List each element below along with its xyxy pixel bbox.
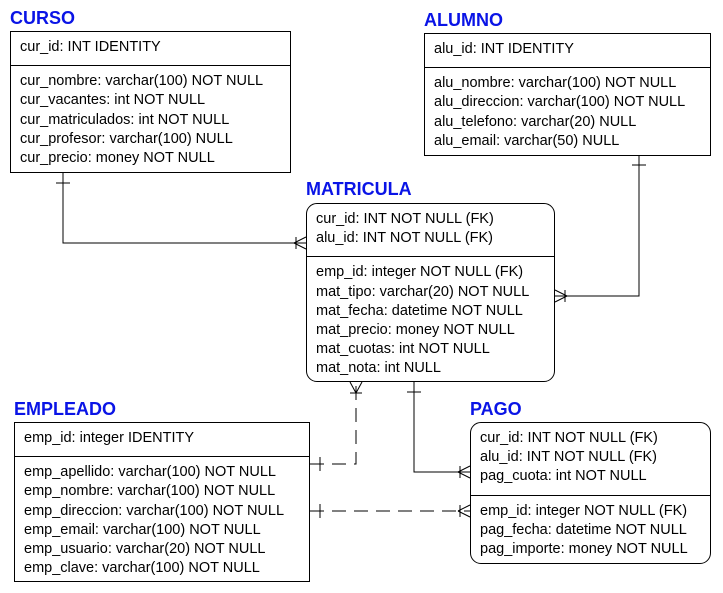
pago-field-section: emp_id: integer NOT NULL (FK) pag_fecha:… bbox=[471, 496, 710, 566]
matricula-field-section: emp_id: integer NOT NULL (FK) mat_tipo: … bbox=[307, 257, 554, 384]
matricula-field: emp_id: integer NOT NULL (FK) bbox=[316, 264, 524, 281]
alumno-field: alu_email: varchar(50) NULL bbox=[434, 132, 620, 149]
matricula-field: mat_tipo: varchar(20) NOT NULL bbox=[316, 283, 530, 300]
crowfoot-line bbox=[554, 295, 568, 303]
matricula-entity[interactable]: cur_id: INT NOT NULL (FK) alu_id: INT NO… bbox=[306, 203, 555, 382]
rel-curso-matricula-line bbox=[62, 173, 306, 244]
empleado-field-section: emp_apellido: varchar(100) NOT NULL emp_… bbox=[15, 457, 309, 584]
matricula-key-section: cur_id: INT NOT NULL (FK) alu_id: INT NO… bbox=[307, 204, 554, 258]
matricula-field: mat_nota: int NULL bbox=[316, 360, 441, 377]
pago-key: alu_id: INT NOT NULL (FK) bbox=[480, 449, 658, 466]
rel-matricula-pago-line bbox=[413, 382, 470, 473]
pago-key-section: cur_id: INT NOT NULL (FK) alu_id: INT NO… bbox=[471, 423, 710, 496]
rel-alumno-matricula[interactable] bbox=[554, 156, 646, 303]
curso-key: cur_id: INT IDENTITY bbox=[20, 39, 161, 55]
alumno-field: alu_direccion: varchar(100) NOT NULL bbox=[434, 94, 686, 111]
curso-field: cur_profesor: varchar(100) NULL bbox=[20, 130, 233, 147]
empleado-entity[interactable]: emp_id: integer IDENTITY emp_apellido: v… bbox=[14, 422, 310, 582]
curso-key-section: cur_id: INT IDENTITY bbox=[11, 32, 290, 67]
empleado-field: emp_usuario: varchar(20) NOT NULL bbox=[24, 541, 266, 558]
alumno-field: alu_nombre: varchar(100) NOT NULL bbox=[434, 75, 677, 92]
matricula-field: mat_precio: money NOT NULL bbox=[316, 322, 515, 339]
rel-alumno-matricula-line bbox=[555, 156, 640, 297]
curso-field: cur_precio: money NOT NULL bbox=[20, 150, 215, 167]
empleado-key: emp_id: integer IDENTITY bbox=[24, 430, 195, 446]
alumno-key: alu_id: INT IDENTITY bbox=[434, 41, 574, 57]
rel-matricula-pago[interactable] bbox=[407, 382, 471, 479]
alumno-title: ALUMNO bbox=[424, 10, 503, 30]
pago-field: pag_importe: money NOT NULL bbox=[480, 541, 688, 558]
empleado-key-section: emp_id: integer IDENTITY bbox=[15, 423, 309, 458]
curso-entity[interactable]: cur_id: INT IDENTITY cur_nombre: varchar… bbox=[10, 31, 291, 173]
matricula-key: cur_id: INT NOT NULL (FK) bbox=[316, 211, 494, 227]
empleado-field: emp_clave: varchar(100) NOT NULL bbox=[24, 560, 260, 577]
pago-field: pag_fecha: datetime NOT NULL bbox=[480, 521, 687, 538]
empleado-field: emp_email: varchar(100) NOT NULL bbox=[24, 521, 261, 538]
crowfoot-line bbox=[554, 289, 568, 297]
pago-key: pag_cuota: int NOT NULL bbox=[480, 468, 647, 485]
crowfoot-line bbox=[293, 236, 307, 244]
curso-field: cur_matriculados: int NOT NULL bbox=[20, 111, 230, 128]
curso-field-section: cur_nombre: varchar(100) NOT NULL cur_va… bbox=[11, 66, 290, 174]
crowfoot-line bbox=[355, 381, 363, 394]
crowfoot-line bbox=[293, 242, 307, 250]
crowfoot-line bbox=[457, 504, 471, 512]
crowfoot-line bbox=[349, 381, 357, 394]
pago-field: emp_id: integer NOT NULL (FK) bbox=[480, 502, 688, 519]
alumno-field: alu_telefono: varchar(20) NULL bbox=[434, 113, 637, 130]
rel-empleado-pago[interactable] bbox=[310, 504, 471, 518]
empleado-field: emp_nombre: varchar(100) NOT NULL bbox=[24, 483, 276, 500]
rel-curso-matricula[interactable] bbox=[56, 173, 307, 250]
rel-empleado-matricula[interactable] bbox=[310, 381, 363, 471]
matricula-title: MATRICULA bbox=[306, 179, 412, 199]
matricula-key: alu_id: INT NOT NULL (FK) bbox=[316, 230, 494, 247]
crowfoot-line bbox=[457, 465, 471, 473]
matricula-field: mat_cuotas: int NOT NULL bbox=[316, 341, 490, 358]
curso-title: CURSO bbox=[10, 8, 76, 28]
empleado-field: emp_direccion: varchar(100) NOT NULL bbox=[24, 502, 285, 519]
pago-key: cur_id: INT NOT NULL (FK) bbox=[480, 430, 658, 446]
crowfoot-line bbox=[457, 510, 471, 518]
empleado-title: EMPLEADO bbox=[14, 399, 117, 419]
curso-field: cur_nombre: varchar(100) NOT NULL bbox=[20, 73, 264, 90]
alumno-entity[interactable]: alu_id: INT IDENTITY alu_nombre: varchar… bbox=[424, 33, 711, 156]
curso-field: cur_vacantes: int NOT NULL bbox=[20, 92, 206, 109]
rel-empleado-matricula-line bbox=[310, 382, 357, 465]
crowfoot-line bbox=[457, 471, 471, 479]
alumno-field-section: alu_nombre: varchar(100) NOT NULL alu_di… bbox=[425, 68, 710, 157]
alumno-key-section: alu_id: INT IDENTITY bbox=[425, 34, 710, 69]
pago-title: PAGO bbox=[470, 399, 522, 419]
pago-entity[interactable]: cur_id: INT NOT NULL (FK) alu_id: INT NO… bbox=[470, 422, 711, 564]
matricula-field: mat_fecha: datetime NOT NULL bbox=[316, 302, 523, 319]
empleado-field: emp_apellido: varchar(100) NOT NULL bbox=[24, 464, 276, 481]
